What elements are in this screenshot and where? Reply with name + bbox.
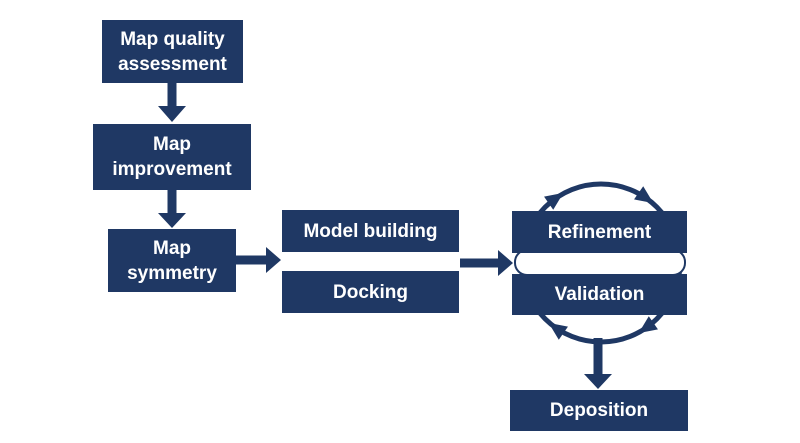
node-map-quality-assessment: Map quality assessment (102, 20, 243, 83)
node-label: Validation (554, 284, 645, 305)
node-label: Map symmetry (127, 237, 217, 284)
node-docking: Docking (282, 271, 459, 313)
node-map-improvement: Map improvement (93, 124, 251, 190)
arrow-map-improvement-to-map-symmetry (158, 188, 186, 228)
node-label: Docking (333, 281, 408, 303)
node-deposition: Deposition (510, 390, 688, 431)
arrow-map-symmetry-to-model-building (234, 247, 281, 273)
node-label: Model building (303, 220, 438, 242)
node-label: Deposition (549, 400, 649, 421)
node-validation: Validation (512, 274, 687, 315)
node-refinement: Refinement (512, 211, 687, 253)
arrow-cycle-to-deposition (584, 338, 612, 389)
cycle-arrowhead-bottom-left (548, 322, 568, 340)
node-model-building: Model building (282, 210, 459, 252)
node-label: Refinement (547, 221, 652, 243)
node-label: Map improvement (112, 134, 232, 180)
arrow-map-quality-to-map-improvement (158, 80, 186, 122)
node-label: Map quality assessment (118, 28, 227, 75)
cycle-arrowhead-top-right (634, 186, 654, 204)
node-map-symmetry: Map symmetry (108, 229, 236, 292)
refinement-validation-gap-pill (514, 249, 686, 276)
arrow-model-building-to-refinement-cycle (460, 250, 513, 276)
cycle-arrowhead-bottom-right (638, 316, 658, 334)
cycle-arrowhead-top-left (544, 192, 564, 210)
